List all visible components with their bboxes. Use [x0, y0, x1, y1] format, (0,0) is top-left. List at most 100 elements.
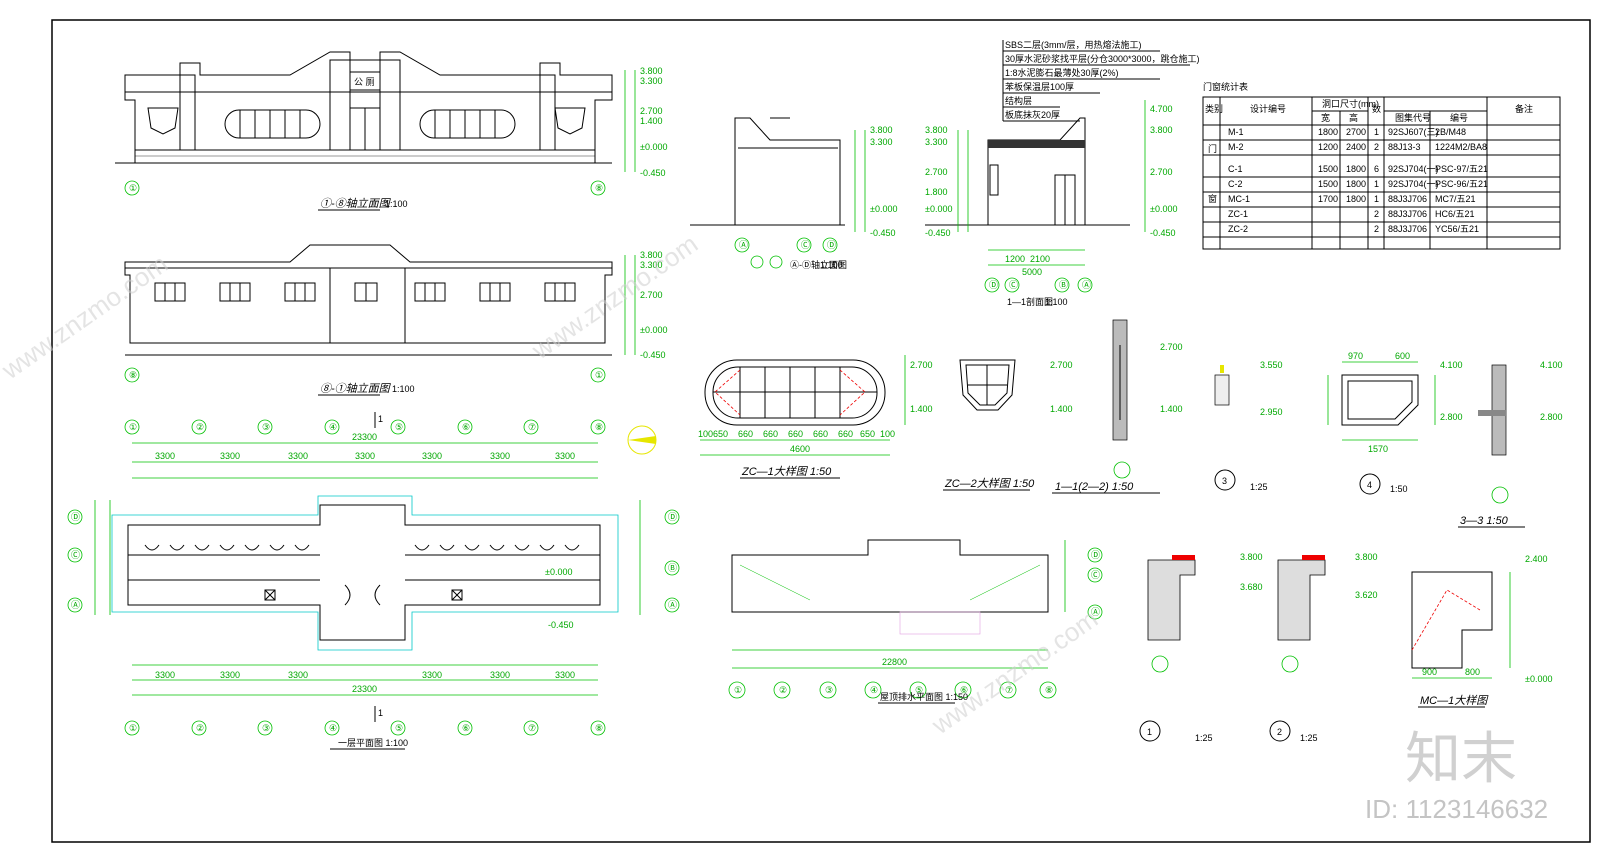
- svg-text:660: 660: [838, 429, 853, 439]
- svg-text:2.800: 2.800: [1440, 412, 1463, 422]
- svg-text:1800: 1800: [1346, 164, 1366, 174]
- svg-text:Ⓓ: Ⓓ: [989, 280, 998, 290]
- zc2-detail: 2.700 1.400 ZC—2大样图 1:50: [943, 359, 1073, 491]
- svg-text:2700: 2700: [1346, 127, 1366, 137]
- svg-text:⑥: ⑥: [960, 685, 968, 695]
- svg-text:92SJ607(三): 92SJ607(三): [1388, 127, 1439, 137]
- svg-text:3.300: 3.300: [925, 137, 948, 147]
- svg-text:③: ③: [825, 685, 833, 695]
- svg-text:800: 800: [1465, 667, 1480, 677]
- svg-text:图集代号: 图集代号: [1395, 112, 1431, 123]
- back-elevation: 3.800 3.300 2.700 ±0.000 -0.450 ⑧ ① ⑧-①轴…: [124, 244, 667, 396]
- svg-text:②: ②: [779, 685, 787, 695]
- svg-text:⑥: ⑥: [462, 723, 470, 733]
- svg-text:3.550: 3.550: [1260, 360, 1283, 370]
- svg-text:www.znzmo.com: www.znzmo.com: [925, 603, 1103, 740]
- svg-text:Ⓑ: Ⓑ: [668, 563, 677, 573]
- door-table-title: 门窗统计表: [1203, 81, 1248, 92]
- svg-text:⑧: ⑧: [595, 183, 603, 193]
- svg-text:3300: 3300: [490, 451, 510, 461]
- svg-text:①: ①: [129, 422, 137, 432]
- svg-text:Ⓒ: Ⓒ: [1009, 280, 1018, 290]
- svg-text:1.400: 1.400: [1050, 404, 1073, 414]
- svg-text:①: ①: [129, 723, 137, 733]
- svg-text:3.300: 3.300: [640, 76, 663, 86]
- svg-text:1700: 1700: [1318, 194, 1338, 204]
- svg-text:1:25: 1:25: [1195, 733, 1213, 743]
- svg-text:-0.450: -0.450: [640, 168, 666, 178]
- svg-text:3.800: 3.800: [1355, 552, 1378, 562]
- svg-text:Ⓐ: Ⓐ: [739, 240, 748, 250]
- svg-text:③: ③: [262, 723, 270, 733]
- svg-text:Ⓑ: Ⓑ: [1059, 280, 1068, 290]
- svg-text:1224M2/BA8: 1224M2/BA8: [1435, 142, 1487, 152]
- front-sign-text: 公 厕: [354, 77, 375, 87]
- svg-text:C-1: C-1: [1228, 164, 1243, 174]
- zc1-title: ZC—1大样图 1:50: [741, 465, 832, 478]
- svg-text:92SJ704(一): 92SJ704(一): [1388, 164, 1439, 174]
- svg-text:PSC-97/五21: PSC-97/五21: [1435, 164, 1488, 174]
- svg-text:1.800: 1.800: [925, 187, 948, 197]
- svg-text:1:25: 1:25: [1250, 482, 1268, 492]
- svg-text:±0.000: ±0.000: [1150, 204, 1177, 214]
- svg-text:3300: 3300: [288, 451, 308, 461]
- svg-text:30厚水泥砂浆找平层(分仓3000*3000，跳仓施工): 30厚水泥砂浆找平层(分仓3000*3000，跳仓施工): [1005, 53, 1200, 64]
- svg-text:Ⓓ: Ⓓ: [668, 512, 677, 522]
- svg-text:M-1: M-1: [1228, 127, 1244, 137]
- svg-text:-0.450: -0.450: [870, 228, 896, 238]
- svg-text:1:100: 1:100: [1045, 297, 1068, 307]
- svg-text:-0.450: -0.450: [925, 228, 951, 238]
- svg-text:⑤: ⑤: [395, 723, 403, 733]
- svg-text:PSC-96/五21: PSC-96/五21: [1435, 179, 1488, 189]
- svg-text:2.400: 2.400: [1525, 554, 1548, 564]
- svg-text:M-2: M-2: [1228, 142, 1244, 152]
- svg-text:Ⓐ-Ⓓ轴立面图: Ⓐ-Ⓓ轴立面图: [790, 259, 847, 270]
- svg-text:3300: 3300: [355, 451, 375, 461]
- svg-text:88J3J706: 88J3J706: [1388, 194, 1427, 204]
- svg-text:Ⓐ: Ⓐ: [668, 600, 677, 610]
- svg-text:Ⓐ: Ⓐ: [1082, 280, 1091, 290]
- roof-layer-notes: SBS二层(3mm/层，用热熔法施工) 30厚水泥砂浆找平层(分仓3000*30…: [1002, 39, 1200, 122]
- door-window-table: 门窗统计表 类别 设计编号 洞口尺寸(mm) 宽 高 数 图集代号: [1202, 81, 1561, 250]
- zc1-detail: 100 650 660 660 660 660 660 650 100 4600…: [698, 355, 933, 479]
- svg-text:备注: 备注: [1515, 103, 1533, 114]
- svg-text:窗: 窗: [1208, 193, 1217, 204]
- svg-text:650: 650: [860, 429, 875, 439]
- svg-text:⑧: ⑧: [129, 370, 137, 380]
- back-elevation-title: ⑧-①轴立面图: [320, 382, 392, 395]
- svg-text:⑦: ⑦: [528, 422, 536, 432]
- svg-text:2.700: 2.700: [640, 106, 663, 116]
- section-1-1: 3.800 3.300 2.700 1.800 ±0.000 -0.450 4.…: [925, 100, 1177, 307]
- svg-text:900: 900: [1422, 667, 1437, 677]
- svg-text:970: 970: [1348, 351, 1363, 361]
- svg-text:±0.000: ±0.000: [1525, 674, 1552, 684]
- mc1-title: MC—1大样图: [1420, 694, 1489, 707]
- front-elevation-title: ①-⑧轴立面图: [320, 197, 392, 210]
- svg-text:2.700: 2.700: [1150, 167, 1173, 177]
- svg-text:2B/M48: 2B/M48: [1435, 127, 1466, 137]
- svg-text:4: 4: [1367, 480, 1372, 490]
- svg-text:类别: 类别: [1205, 103, 1223, 114]
- svg-text:-0.450: -0.450: [640, 350, 666, 360]
- svg-text:Ⓐ: Ⓐ: [71, 600, 80, 610]
- svg-text:1: 1: [378, 414, 383, 424]
- svg-text:⑦: ⑦: [528, 723, 536, 733]
- svg-text:www.znzmo.com: www.znzmo.com: [0, 248, 173, 385]
- svg-text:600: 600: [1395, 351, 1410, 361]
- svg-text:±0.000: ±0.000: [640, 142, 667, 152]
- svg-text:650: 650: [713, 429, 728, 439]
- svg-text:1:100: 1:100: [820, 260, 843, 270]
- svg-text:3.800: 3.800: [925, 125, 948, 135]
- svg-text:ZC-2: ZC-2: [1228, 224, 1248, 234]
- section-1-1-title: 1—1剖面图: [1007, 296, 1053, 307]
- svg-text:4.700: 4.700: [1150, 104, 1173, 114]
- svg-text:3.300: 3.300: [870, 137, 893, 147]
- svg-text:1: 1: [1374, 127, 1379, 137]
- svg-text:2: 2: [1374, 224, 1379, 234]
- svg-text:23300: 23300: [352, 684, 377, 694]
- svg-text:⑥: ⑥: [462, 422, 470, 432]
- svg-text:④: ④: [870, 685, 878, 695]
- svg-text:⑧: ⑧: [595, 723, 603, 733]
